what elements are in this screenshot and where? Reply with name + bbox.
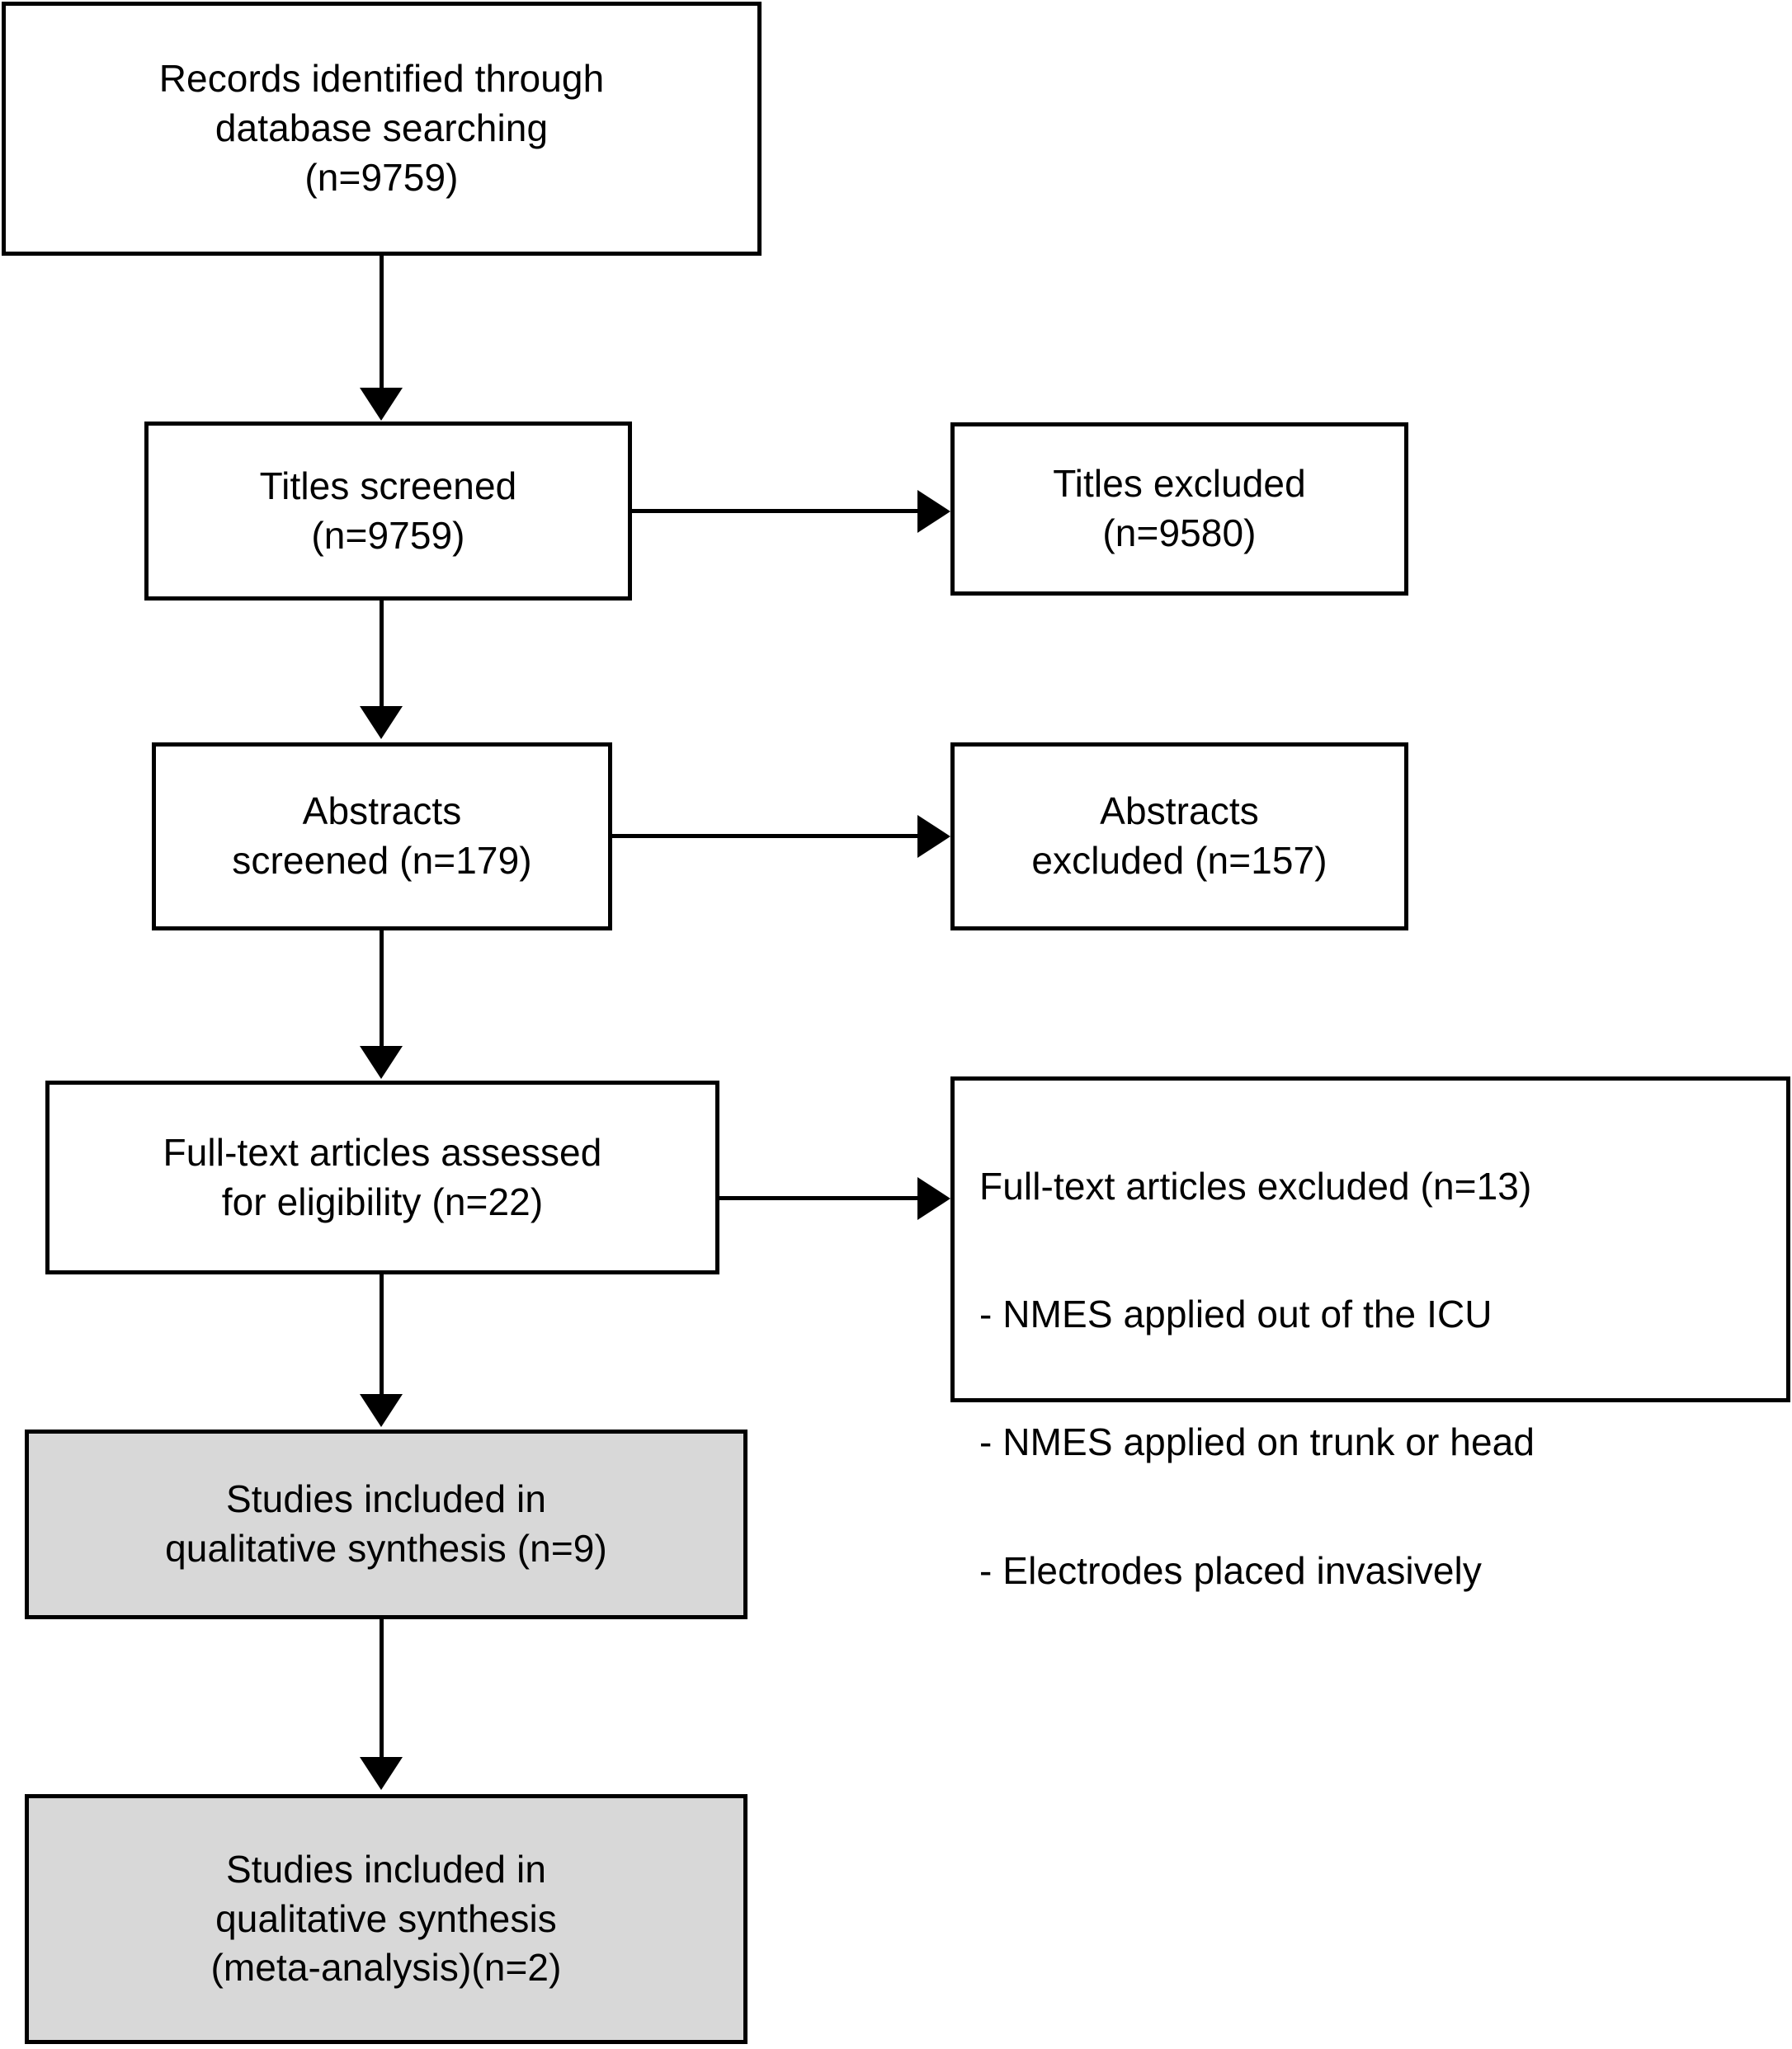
node-qualitative-synthesis: Studies included in qualitative synthesi… [25,1430,747,1619]
node-titles-excluded-label: Titles excluded (n=9580) [1053,462,1306,554]
arrowhead-titles-to-titles-excluded [917,490,950,533]
connector-abstracts-to-fulltext [380,930,384,1050]
fulltext-excluded-reason-2: - NMES applied on trunk or head [979,1420,1535,1464]
fulltext-excluded-reason-1: - NMES applied out of the ICU [979,1293,1493,1336]
connector-abstracts-to-abstracts-excluded [612,834,919,838]
connector-fulltext-to-fulltext-excluded [719,1196,919,1200]
node-fulltext-assessed: Full-text articles assessed for eligibil… [45,1081,719,1274]
connector-qualitative-to-meta [380,1619,384,1761]
node-titles-screened-label: Titles screened (n=9759) [259,464,517,557]
node-abstracts-screened-label: Abstracts screened (n=179) [232,789,532,882]
connector-titles-to-abstracts [380,601,384,709]
connector-fulltext-to-qualitative [380,1274,384,1397]
arrowhead-abstracts-to-abstracts-excluded [917,815,950,858]
arrowhead-fulltext-to-qualitative [360,1394,403,1427]
fulltext-excluded-heading: Full-text articles excluded (n=13) [979,1164,1532,1208]
arrowhead-titles-to-abstracts [360,706,403,739]
connector-records-to-titles [380,256,384,393]
connector-titles-to-titles-excluded [632,509,919,513]
node-abstracts-excluded: Abstracts excluded (n=157) [950,742,1408,930]
node-titles-excluded: Titles excluded (n=9580) [950,422,1408,596]
node-fulltext-excluded-content: Full-text articles excluded (n=13) - NME… [955,1081,1535,1644]
node-qualitative-synthesis-label: Studies included in qualitative synthesi… [165,1477,607,1570]
node-meta-analysis-label: Studies included in qualitative synthesi… [210,1847,562,1990]
node-titles-screened: Titles screened (n=9759) [144,422,632,601]
arrowhead-fulltext-to-fulltext-excluded [917,1177,950,1220]
arrowhead-records-to-titles [360,388,403,421]
node-meta-analysis: Studies included in qualitative synthesi… [25,1794,747,2044]
node-fulltext-assessed-label: Full-text articles assessed for eligibil… [163,1130,602,1223]
node-abstracts-screened: Abstracts screened (n=179) [152,742,612,930]
node-records-identified-label: Records identified through database sear… [158,57,605,199]
node-records-identified: Records identified through database sear… [2,2,762,256]
fulltext-excluded-reason-3: - Electrodes placed invasively [979,1548,1482,1592]
node-abstracts-excluded-label: Abstracts excluded (n=157) [1031,789,1327,882]
node-fulltext-excluded: Full-text articles excluded (n=13) - NME… [950,1076,1790,1592]
arrowhead-abstracts-to-fulltext [360,1046,403,1079]
arrowhead-qualitative-to-meta [360,1757,403,1790]
